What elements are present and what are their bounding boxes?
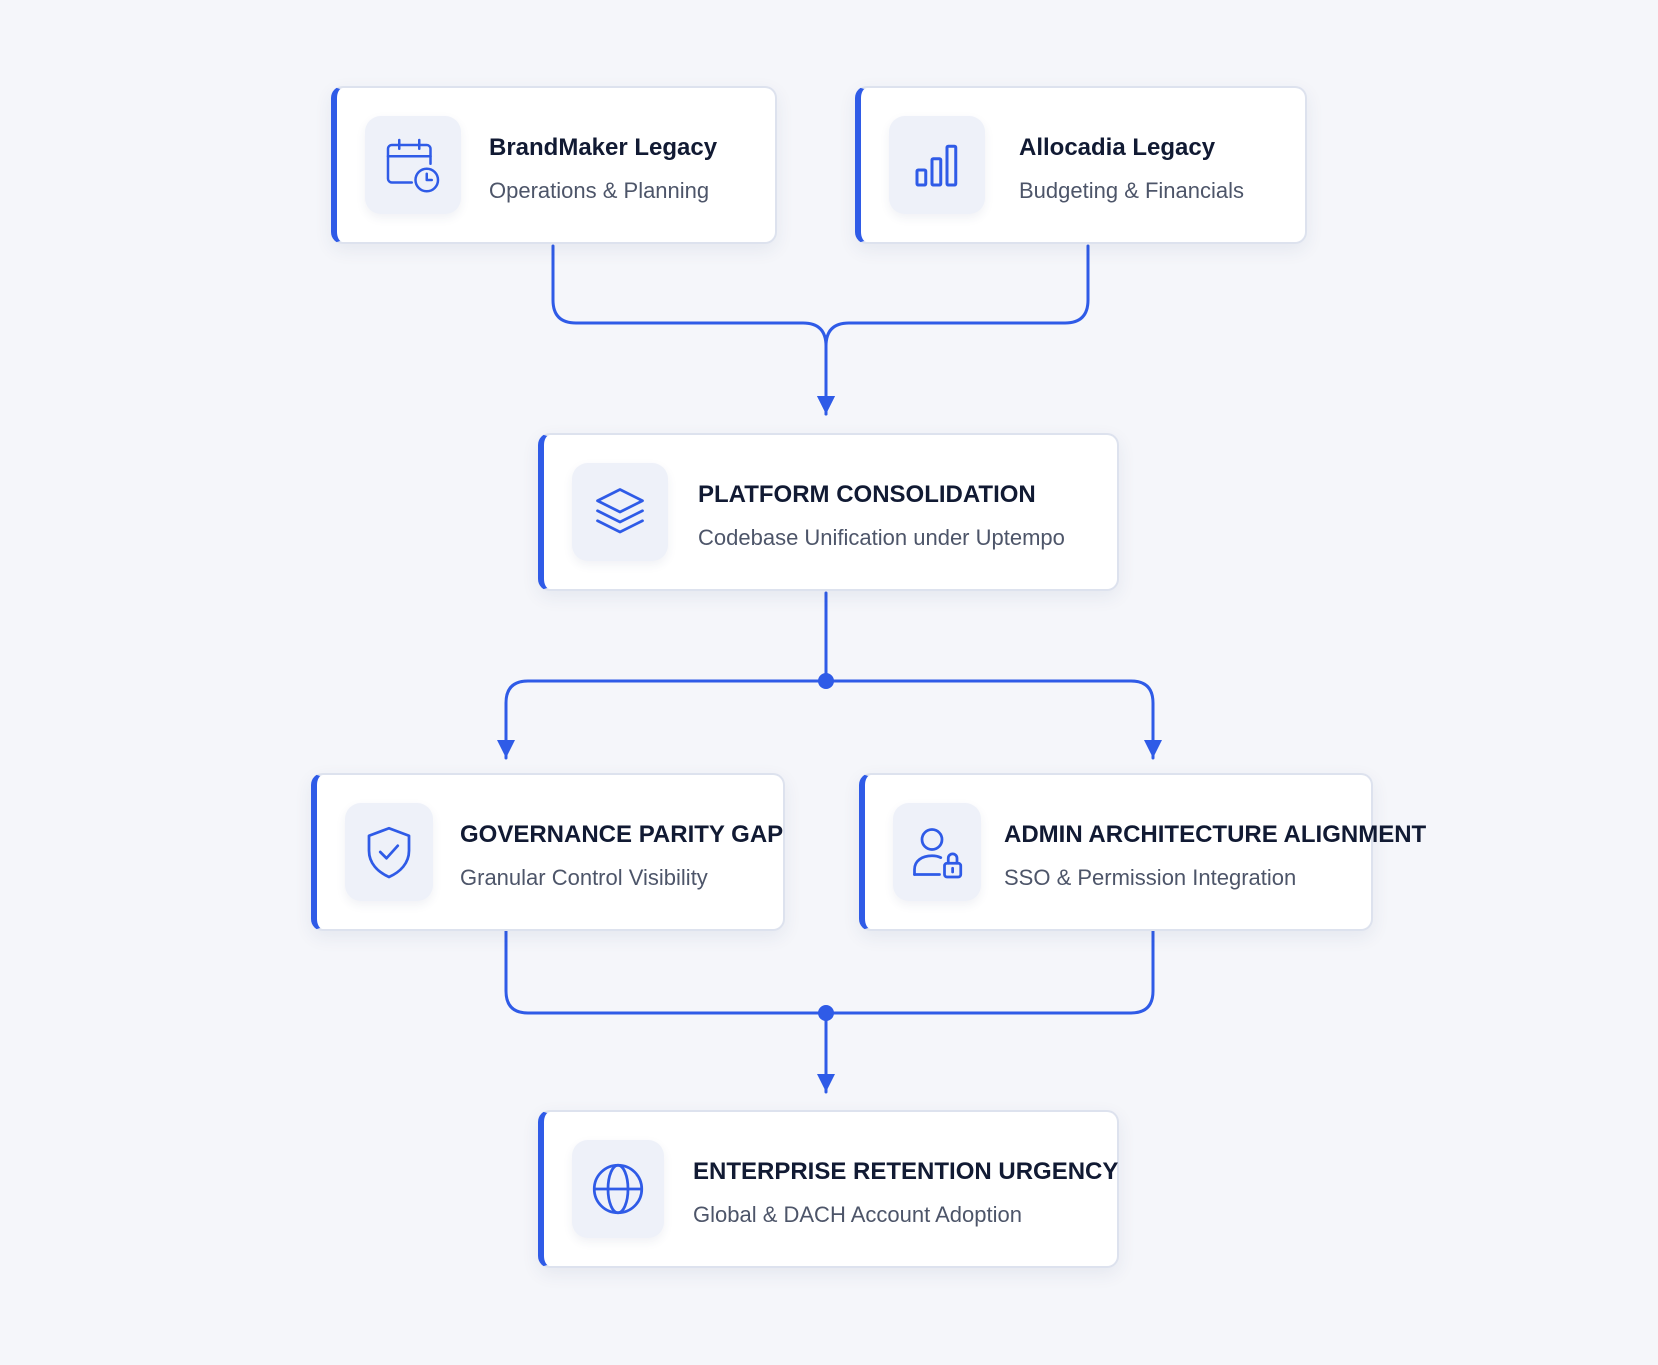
connector-allocadia-to-consolidation xyxy=(817,244,1090,416)
node-subtitle: Granular Control Visibility xyxy=(460,865,708,890)
merge-junction-dot xyxy=(818,1005,834,1021)
node-governance-parity-gap: GOVERNANCE PARITY GAP Granular Control V… xyxy=(311,773,785,931)
user-lock-icon xyxy=(913,828,963,879)
calendar-clock-icon xyxy=(386,138,440,193)
node-title: Allocadia Legacy xyxy=(1019,134,1216,161)
node-title: ENTERPRISE RETENTION URGENCY xyxy=(693,1158,1119,1185)
globe-icon xyxy=(592,1163,644,1215)
node-allocadia-legacy: Allocadia Legacy Budgeting & Financials xyxy=(855,86,1307,244)
node-subtitle: Global & DACH Account Adoption xyxy=(693,1202,1022,1227)
icon-tile xyxy=(572,463,668,561)
icon-tile xyxy=(345,803,433,901)
connector-consolidation-to-admin xyxy=(824,679,1162,760)
node-subtitle: Budgeting & Financials xyxy=(1019,178,1245,203)
node-title: PLATFORM CONSOLIDATION xyxy=(698,481,1036,508)
shield-check-icon xyxy=(367,826,411,879)
connector-governance-to-retention xyxy=(504,928,828,1015)
icon-tile xyxy=(889,116,985,214)
node-brandmaker-legacy: BrandMaker Legacy Operations & Planning xyxy=(331,86,777,244)
connector-brandmaker-to-consolidation xyxy=(551,244,835,416)
node-title: BrandMaker Legacy xyxy=(489,134,718,161)
connector-admin-to-retention xyxy=(824,928,1155,1015)
node-enterprise-retention-urgency: ENTERPRISE RETENTION URGENCY Global & DA… xyxy=(538,1110,1119,1268)
connector-consolidation-to-governance xyxy=(497,679,828,760)
node-subtitle: Operations & Planning xyxy=(489,178,710,203)
node-title: ADMIN ARCHITECTURE ALIGNMENT xyxy=(1004,821,1427,848)
node-platform-consolidation: PLATFORM CONSOLIDATION Codebase Unificat… xyxy=(538,433,1119,591)
layers-icon xyxy=(596,488,644,534)
node-admin-architecture-alignment: ADMIN ARCHITECTURE ALIGNMENT SSO & Permi… xyxy=(859,773,1426,931)
icon-tile xyxy=(365,116,461,214)
node-subtitle: Codebase Unification under Uptempo xyxy=(698,525,1065,550)
node-title: GOVERNANCE PARITY GAP xyxy=(460,821,784,848)
bar-chart-icon xyxy=(915,144,958,187)
node-subtitle: SSO & Permission Integration xyxy=(1004,865,1297,890)
split-junction-dot xyxy=(818,673,834,689)
icon-tile xyxy=(572,1140,664,1238)
icon-tile xyxy=(893,803,981,901)
